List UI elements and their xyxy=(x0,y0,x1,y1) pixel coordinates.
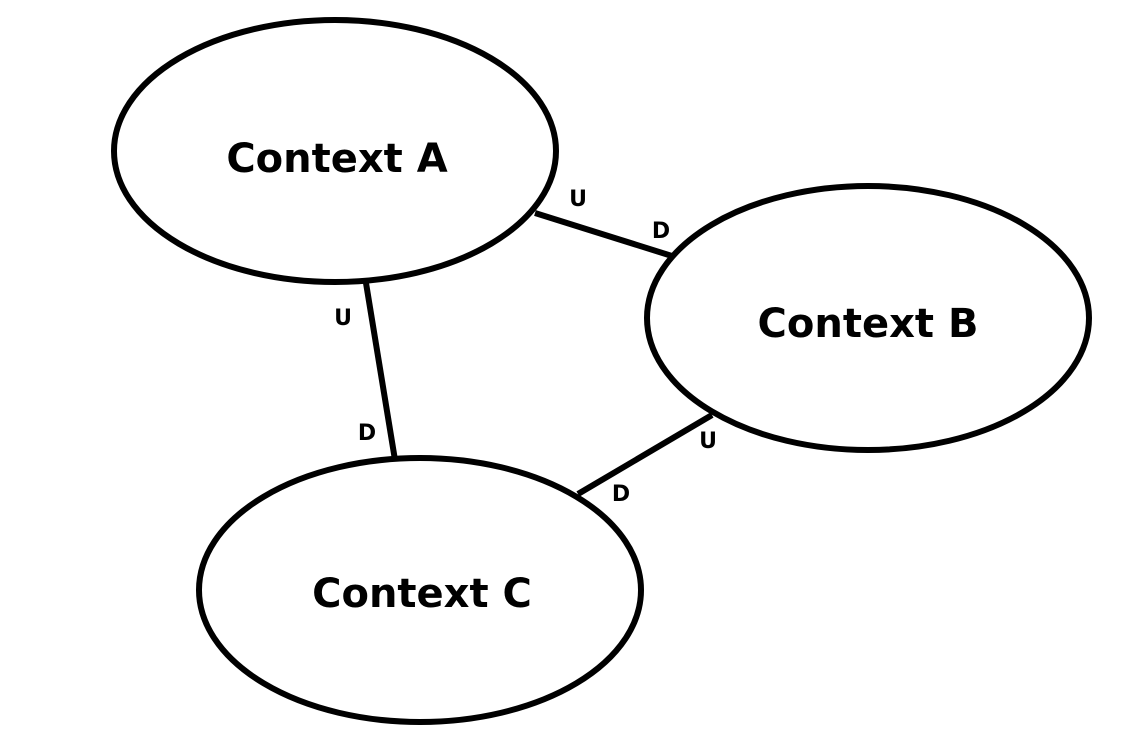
relationship-a-c-line xyxy=(363,282,398,461)
context-b-label: Context B xyxy=(758,301,979,347)
context-a-label: Context A xyxy=(226,136,447,182)
relationship-b-c-line xyxy=(576,412,714,497)
context-c-ellipse xyxy=(196,455,644,725)
relationship-b-c xyxy=(576,412,714,497)
context-c-label: Context C xyxy=(312,571,532,617)
context-node-a[interactable]: Context A xyxy=(111,17,559,285)
relationship-a-b-downstream-label: D xyxy=(652,219,670,244)
context-b-ellipse xyxy=(644,183,1092,453)
relationship-b-c-downstream-label: D xyxy=(612,482,630,507)
relationship-a-c-upstream-label: U xyxy=(334,306,352,331)
relationship-a-b-line xyxy=(534,210,673,259)
context-node-b[interactable]: Context B xyxy=(644,183,1092,453)
relationship-a-b-upstream-label: U xyxy=(569,187,587,212)
relationship-a-b xyxy=(534,210,673,259)
context-node-c[interactable]: Context C xyxy=(196,455,644,725)
relationship-a-c xyxy=(363,282,398,461)
context-a-ellipse xyxy=(111,17,559,285)
relationship-a-c-downstream-label: D xyxy=(358,421,376,446)
relationship-b-c-upstream-label: U xyxy=(699,429,717,454)
